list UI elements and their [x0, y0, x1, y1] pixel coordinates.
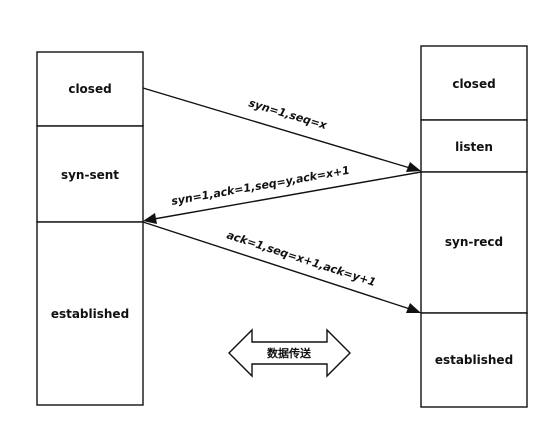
message-syn-arrowhead: [406, 162, 421, 172]
server-state-established: established: [435, 353, 513, 367]
server-state-syn-recd: syn-recd: [445, 235, 503, 249]
data-transfer: 数据传送: [228, 328, 351, 378]
server-column: closed listen syn-recd established: [420, 45, 528, 408]
message-ack-label: ack=1,seq=x+1,ack=y+1: [225, 228, 377, 289]
message-syn-ack-label: syn=1,ack=1,seq=y,ack=x+1: [170, 164, 350, 208]
server-state-closed: closed: [452, 77, 495, 91]
message-ack: ack=1,seq=x+1,ack=y+1: [142, 221, 421, 313]
message-syn-ack: syn=1,ack=1,seq=y,ack=x+1: [143, 164, 422, 224]
message-ack-line: [142, 221, 411, 310]
message-syn-label: syn=1,seq=x: [247, 96, 329, 132]
message-syn-line: [142, 87, 411, 169]
double-arrow-icon: [228, 328, 351, 378]
message-syn-ack-line: [153, 171, 422, 220]
client-state-box-established: [36, 221, 144, 406]
data-transfer-label: 数据传送: [267, 346, 312, 360]
message-syn: syn=1,seq=x: [142, 87, 421, 172]
server-state-box-established: [420, 312, 528, 408]
message-syn-ack-arrowhead: [143, 213, 157, 224]
server-state-box-syn-recd: [420, 171, 528, 314]
client-state-syn-sent: syn-sent: [61, 168, 119, 182]
client-state-closed: closed: [68, 82, 111, 96]
message-ack-arrowhead: [406, 303, 421, 313]
server-state-listen: listen: [455, 140, 493, 154]
server-state-box-closed: [420, 45, 528, 121]
client-state-box-closed: [36, 51, 144, 127]
client-column: closed syn-sent established: [36, 51, 144, 406]
client-state-box-syn-sent: [36, 125, 144, 223]
client-state-established: established: [51, 307, 129, 321]
